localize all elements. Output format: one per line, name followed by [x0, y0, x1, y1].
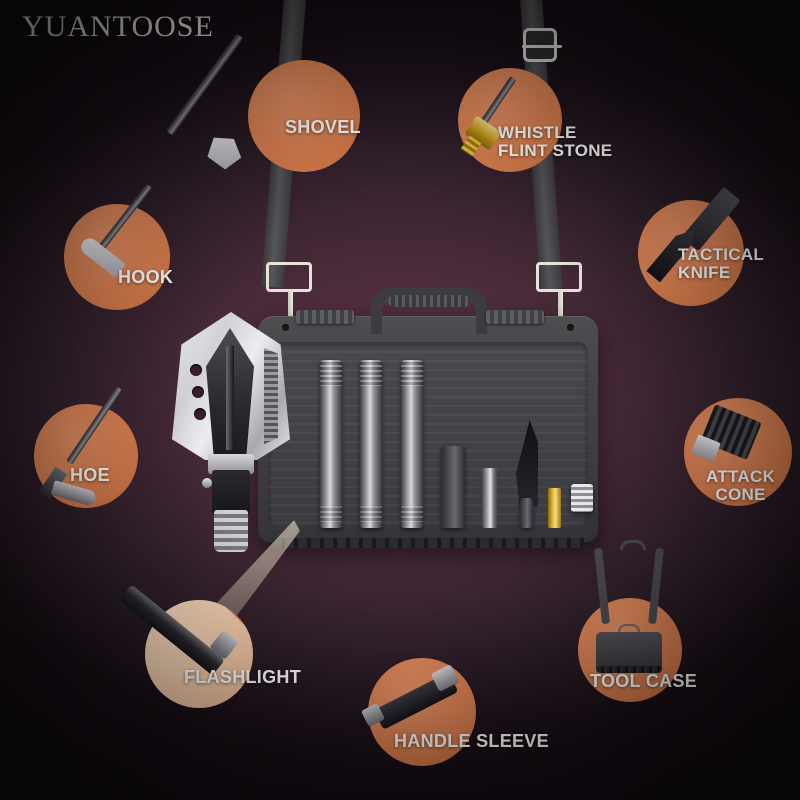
case-handle [371, 288, 487, 334]
callout-label: SHOVEL [285, 117, 361, 137]
callout-label: TACTICAL KNIFE [678, 245, 765, 283]
tool-case-main [258, 288, 598, 548]
callout-label: HANDLE SLEEVE [394, 731, 549, 751]
extension-rod-3 [401, 360, 423, 528]
case-interior [268, 342, 588, 528]
brand-logo: YUANTOOSE [22, 10, 214, 44]
callout-label: FLASHLIGHT [184, 667, 301, 687]
callout-label: ATTACK CONE [706, 467, 776, 505]
callout-label: HOOK [118, 267, 174, 287]
flashlight-in-case [482, 468, 498, 528]
extension-rod-1 [320, 360, 342, 528]
shovel-folding-joint [212, 470, 250, 514]
case-latch-left [296, 310, 354, 324]
handle-sleeve-in-case [441, 446, 465, 528]
strap-buckle [522, 28, 562, 62]
shovel-hole [190, 364, 202, 376]
extension-rod-2 [360, 360, 382, 528]
attack-cone-in-case [571, 484, 593, 512]
shovel-assembly [168, 312, 294, 552]
shovel-pivot-bolt [202, 478, 212, 488]
shovel-serrated-edge [264, 348, 278, 444]
shovel-blade-rib [226, 346, 234, 450]
knife-handle-in-case [520, 498, 533, 528]
strap-d-ring-left [266, 262, 312, 325]
whistle-flint-in-case [548, 488, 561, 528]
case-latch-right [486, 310, 544, 324]
callout-circle [248, 60, 360, 172]
brand-name: YUANTOOSE [22, 10, 214, 43]
case-feet [272, 538, 584, 548]
callout-label: WHISTLE FLINT STONE [498, 123, 613, 161]
strap-d-ring-right [536, 262, 582, 325]
callout-label: HOE [70, 465, 110, 485]
shovel-hole [194, 408, 206, 420]
case-rivet [567, 324, 574, 331]
shovel-hole [192, 386, 204, 398]
callout-label: TOOL CASE [590, 671, 698, 691]
shovel-ferrule [214, 510, 248, 552]
